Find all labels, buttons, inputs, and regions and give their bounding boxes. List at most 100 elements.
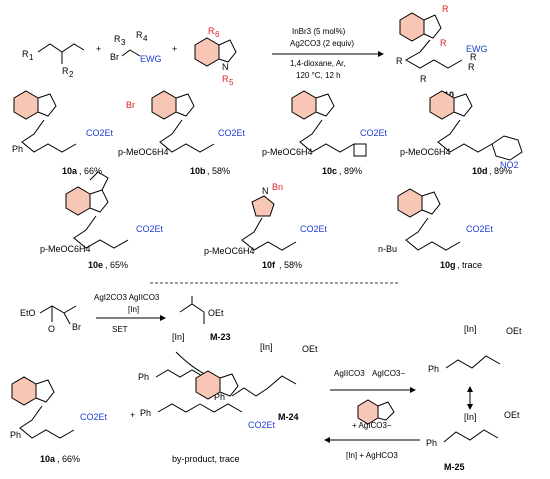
label-m25: M-25	[444, 462, 465, 472]
no2-10d: NO2	[500, 160, 519, 170]
ph-m25: Ph	[426, 438, 437, 448]
aryl-10e: p-MeOC6H4	[40, 244, 91, 254]
product-r4: R	[470, 52, 477, 62]
yield-10g: , trace	[457, 260, 482, 270]
yield-10c: , 89%	[339, 166, 362, 176]
br-label: Br	[110, 52, 119, 62]
reaction-arrow-main: InBr3 (5 mol%) Ag2CO3 (2 equiv) 1,4-diox…	[272, 27, 384, 80]
example-10c: p-MeOC6H4 CO2Et 10c , 89%	[262, 90, 388, 176]
byproduct: Ph CO2Et by-product, trace	[140, 370, 276, 464]
mechanism-oxidation-arrow: AgIICO3 AgICO3−	[330, 369, 416, 393]
intermediate-m25: Ph [In] OEt M-25	[426, 410, 520, 472]
co2et-byproduct: CO2Et	[248, 420, 276, 430]
in-m25: [In]	[464, 412, 477, 422]
example-10d: p-MeOC6H4 NO2 10d , 89%	[400, 90, 523, 176]
label-10e: 10e	[88, 260, 103, 270]
eto-label: EtO	[20, 308, 36, 318]
oet-m24: OEt	[302, 344, 318, 354]
r2-label: R	[62, 66, 69, 76]
o-label: O	[48, 324, 55, 334]
yield-10d: , 89%	[489, 166, 512, 176]
oet-cation: OEt	[506, 326, 522, 336]
byproduct-label: by-product, trace	[172, 454, 240, 464]
reactant-indole: R 6 N R 5	[194, 26, 237, 87]
r2-sub: 2	[69, 70, 74, 79]
aryl-10a: Ph	[12, 144, 23, 154]
condition-line-1: InBr3 (5 mol%)	[292, 27, 346, 36]
label-m24: M-24	[278, 412, 299, 422]
plus-final: +	[130, 410, 135, 420]
reactant-diene: R 1 R 2	[22, 43, 85, 79]
in-ag-label: [In] + AgHCO3	[346, 451, 398, 460]
bn-10f: Bn	[272, 182, 283, 192]
example-10a: Ph CO2Et 10a , 66%	[12, 90, 114, 176]
product-r3: R	[468, 62, 475, 72]
co2et-10a: CO2Et	[86, 128, 114, 138]
label-10f: 10f	[262, 260, 276, 270]
r6-sub: 6	[215, 30, 220, 39]
reactant-bromide: R 3 R 4 Br EWG	[110, 30, 162, 64]
label-10a: 10a	[62, 166, 78, 176]
product-ewg: EWG	[466, 44, 488, 54]
mechanism-set-arrow: AgI2CO3 AgIICO3 [In] SET	[94, 293, 166, 334]
product-r1: R	[396, 56, 403, 66]
plus-ag-label: + AgICO3−	[352, 421, 392, 430]
oet-m23: OEt	[208, 308, 224, 318]
product-10: R R R EWG R R R 10	[396, 4, 488, 100]
r4-label: R	[136, 30, 143, 40]
n-label: N	[222, 62, 229, 72]
ag-i: AgICO3−	[372, 369, 405, 378]
set-label: SET	[112, 325, 128, 334]
r1-label: R	[22, 49, 29, 59]
label-10b: 10b	[190, 166, 206, 176]
ph-byproduct: Ph	[140, 408, 151, 418]
condition-line-3: 1,4-dioxane, Ar,	[290, 59, 346, 68]
product-r6: R	[440, 38, 447, 48]
in-cation: [In]	[464, 324, 477, 334]
example-10b: Br p-MeOC6H4 CO2Et 10b , 58%	[118, 90, 246, 176]
aryl-10b: p-MeOC6H4	[118, 147, 169, 157]
product-r5: R	[442, 4, 449, 14]
in-m24: [In]	[260, 342, 273, 352]
n-10f: N	[262, 186, 269, 196]
r4-sub: 4	[143, 34, 148, 43]
aryl-10d: p-MeOC6H4	[400, 147, 451, 157]
condition-line-4: 120 °C, 12 h	[296, 71, 341, 80]
aryl-10c: p-MeOC6H4	[262, 147, 313, 157]
mechanism-final-arrow: + AgICO3− [In] + AgHCO3	[324, 399, 420, 460]
ewg-label: EWG	[140, 54, 162, 64]
plus-1: +	[96, 44, 101, 54]
intermediate-m24: Ph [In] OEt M-24	[214, 342, 318, 422]
r3-label: R	[114, 34, 121, 44]
ph-cation: Ph	[428, 364, 439, 374]
br-10b: Br	[126, 100, 135, 110]
intermediate-cation: Ph [In] OEt	[428, 324, 522, 374]
r3-sub: 3	[121, 38, 126, 47]
mechanism-bromoester: EtO O Br	[20, 305, 81, 334]
plus-2: +	[172, 44, 177, 54]
ag-ii: AgIICO3	[334, 369, 365, 378]
yield-10e: , 65%	[105, 260, 128, 270]
in-top: [In]	[128, 305, 139, 314]
ph-diene: Ph	[138, 372, 149, 382]
example-10f: Bn N p-MeOC6H4 CO2Et 10f , 58%	[204, 182, 328, 270]
r5-sub: 5	[229, 78, 234, 87]
ag-top: AgI2CO3 AgIICO3	[94, 293, 160, 302]
intermediate-m23: OEt [In] M-23	[172, 296, 231, 342]
yield-final-10a: , 66%	[57, 454, 80, 464]
aryl-10f: p-MeOC6H4	[204, 246, 255, 256]
oet-m25: OEt	[504, 410, 520, 420]
co2et-10e: CO2Et	[136, 224, 164, 234]
condition-line-2: Ag2CO3 (2 equiv)	[290, 39, 354, 48]
label-10g: 10g	[440, 260, 456, 270]
ph-m24: Ph	[214, 392, 225, 402]
r1-sub: 1	[29, 53, 34, 62]
aryl-10g: n-Bu	[378, 244, 397, 254]
co2et-10f: CO2Et	[300, 224, 328, 234]
ph-final: Ph	[10, 430, 21, 440]
co2et-final: CO2Et	[80, 412, 108, 422]
in-m23: [In]	[172, 332, 185, 342]
co2et-10b: CO2Et	[218, 128, 246, 138]
co2et-10c: CO2Et	[360, 128, 388, 138]
